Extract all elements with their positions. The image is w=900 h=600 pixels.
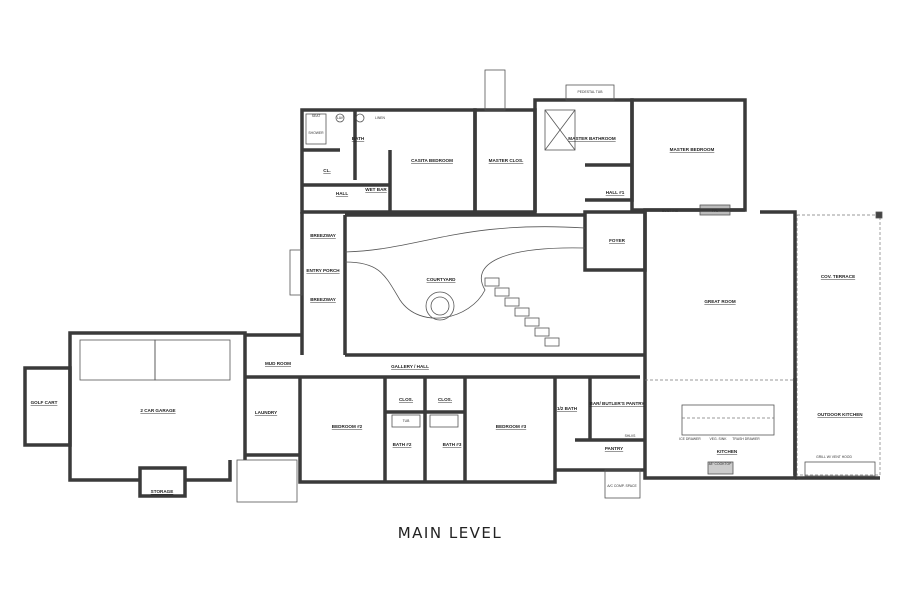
label-courtyard: COURTYARD [427,277,457,282]
label-bath-2: BATH #2 [393,442,412,447]
label-breezeway-bottom: BREEZWAY [310,297,336,302]
fixture-shelves: SHLVS [625,434,637,438]
label-bedroom-2: BEDROOM #2 [332,424,363,429]
label-bath: BATH [352,136,365,141]
garage-walls [23,331,298,503]
label-great-room: GREAT ROOM [704,299,735,304]
label-master-bedroom: MASTER BEDROOM [670,147,715,152]
label-clos-b: CLOS. [438,397,452,402]
label-butlers-pantry: BAR/ BUTLER'S PANTRY [590,401,645,406]
label-foyer: FOYER [609,238,626,243]
label-outdoor-kitchen: OUTDOOR KITCHEN [817,412,863,417]
label-wet-bar: WET BAR [365,187,387,192]
label-half-bath: 1/2 BATH [557,406,578,411]
fixture-shower: SHOWER [308,131,324,135]
plan-title: MAIN LEVEL [397,524,503,542]
fixture-ice-drawer: ICE DRAWER [679,437,701,441]
fixture-built-ins: BUILT-INS [662,209,679,213]
label-storage: STORAGE [151,489,174,494]
fixture-pedestal-tub: PEDESTAL TUB [578,90,604,94]
label-ac-comp: A/C COMP. SPACE [607,484,637,488]
label-cov-terrace: COV. TERRACE [821,274,855,279]
label-bedroom-3: BEDROOM #3 [496,424,527,429]
label-hall: HALL [336,191,348,196]
fixture-seat: SEAT [312,114,321,118]
label-bath-3: BATH #3 [443,442,462,447]
label-kitchen: KITCHEN [717,449,738,454]
fixture-tub: TUB [403,419,411,423]
fixture-lav: LAV [337,116,344,120]
kitchen-walls [643,378,880,480]
label-pantry: PANTRY [605,446,623,451]
label-garage: 2 CAR GARAGE [140,408,175,413]
fixture-veg-sink: VEG. SINK [710,437,728,441]
label-golf-cart: GOLF CART [31,400,58,405]
label-master-bathroom: MASTER BATHROOM [568,136,616,141]
label-clos-a: CLOS. [399,397,413,402]
label-gallery-hall: GALLERY / HALL [391,364,429,369]
label-cl: CL. [323,168,330,173]
courtyard-walls [289,210,647,357]
fixture-linen: LINEN [375,116,386,120]
fixture-trash-drawer: TRASH DRAWER [732,437,760,441]
fixture-grill: GRILL W/ VENT HOOD [816,455,852,459]
label-casita-bedroom: CASITA BEDROOM [411,158,453,163]
fixture-fireplace: FPL [712,209,718,213]
label-entry-porch: ENTRY PORCH [306,268,340,273]
steps [484,277,560,347]
north-wing-walls [300,69,747,216]
fixture-cooktop: 48" COOKTOP [709,462,733,466]
label-laundry: LAUNDRY [255,410,277,415]
label-mud-room: MUD ROOM [265,361,291,366]
label-hall-1: HALL #1 [606,190,625,195]
label-breezeway-top: BREEZWAY [310,233,336,238]
label-master-clos: MASTER CLOS. [489,158,524,163]
south-wing-walls [245,333,645,499]
